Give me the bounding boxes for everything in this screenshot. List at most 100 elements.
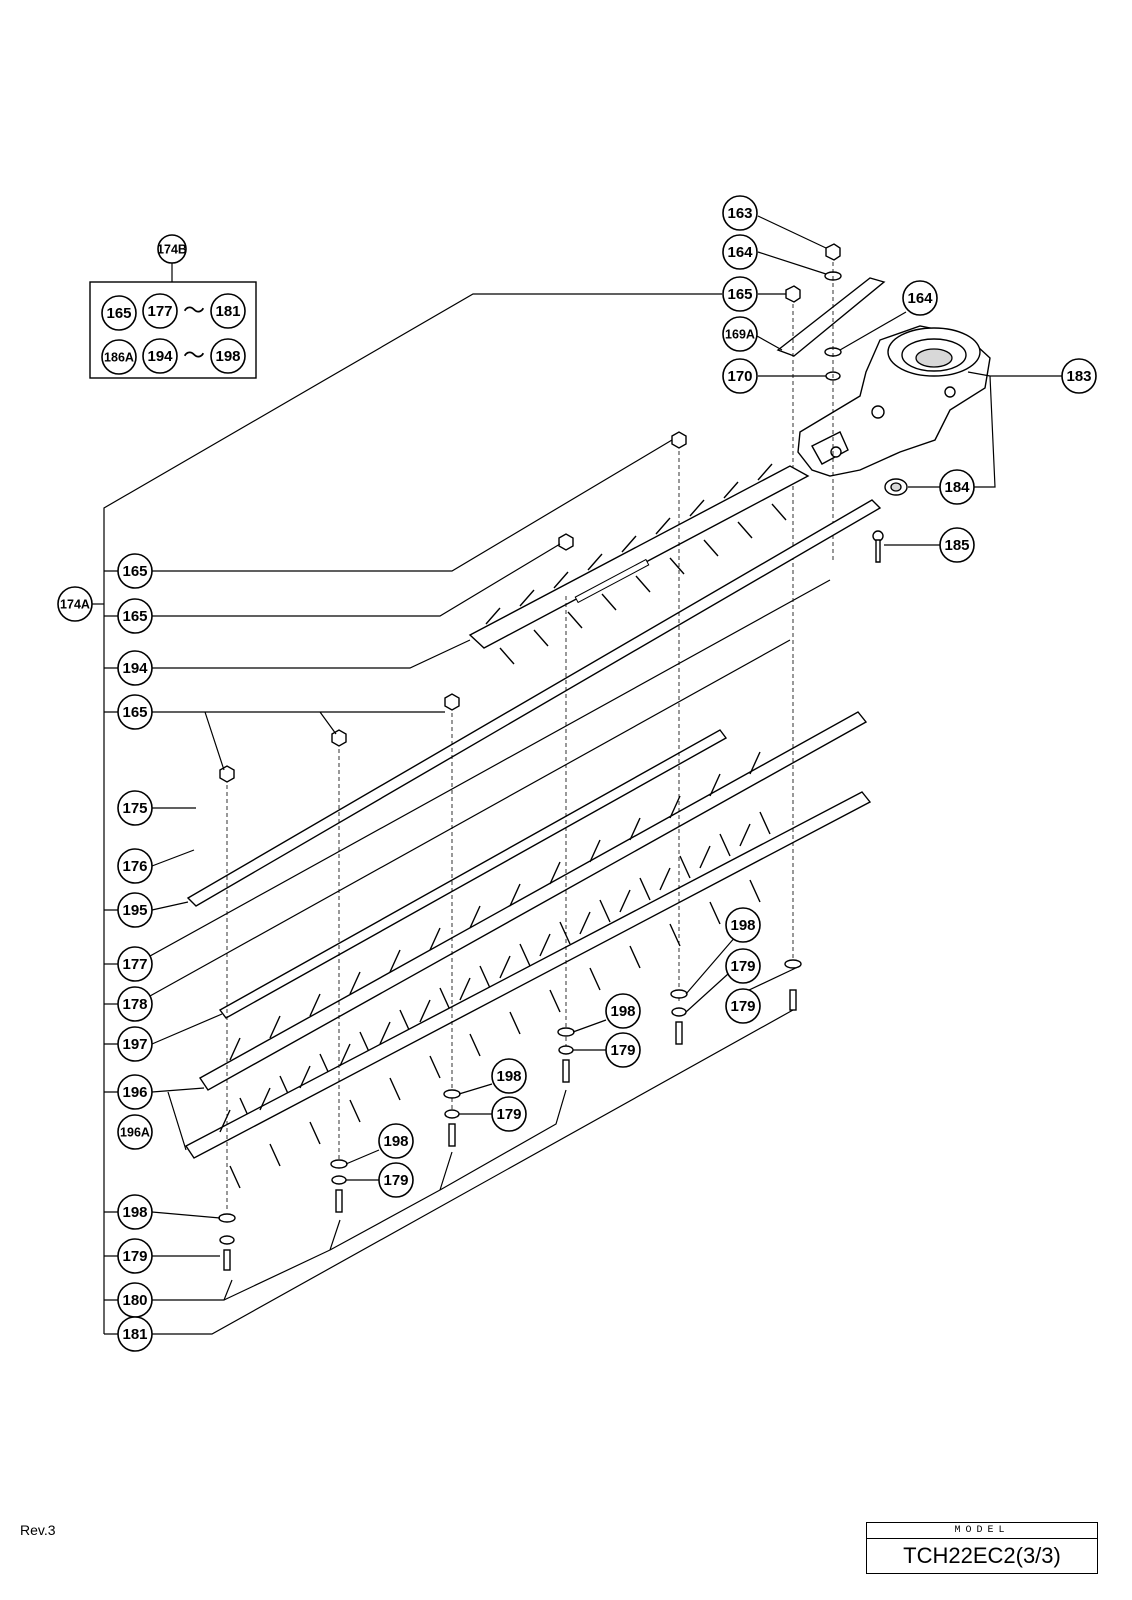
kit-row-1: 165 177 ～ 181 bbox=[101, 293, 246, 331]
callout-174a[interactable]: 174A bbox=[57, 586, 93, 622]
callout-179-s1[interactable]: 179 bbox=[378, 1162, 414, 1198]
svg-text:177: 177 bbox=[122, 956, 147, 973]
callout-165-top[interactable]: 165 bbox=[722, 276, 758, 312]
callout-181[interactable]: 181 bbox=[117, 1316, 153, 1352]
callout-198-left[interactable]: 198 bbox=[117, 1194, 153, 1230]
svg-text:185: 185 bbox=[944, 537, 969, 554]
callout-183[interactable]: 183 bbox=[1061, 358, 1097, 394]
svg-text:179: 179 bbox=[496, 1106, 521, 1123]
callout-164-right[interactable]: 164 bbox=[902, 280, 938, 316]
callouts-left: 165 165 194 165 175 176 195 177 178 197 bbox=[104, 439, 794, 1352]
svg-text:198: 198 bbox=[730, 917, 755, 934]
upper-blade-194 bbox=[468, 463, 810, 665]
svg-text:198: 198 bbox=[215, 348, 240, 365]
callout-180[interactable]: 180 bbox=[117, 1282, 153, 1318]
svg-text:194: 194 bbox=[147, 348, 173, 365]
kit-174b: 174B 165 177 ～ 181 186A 194 ～ 198 bbox=[89, 234, 257, 379]
callout-196[interactable]: 196 bbox=[117, 1074, 153, 1110]
svg-text:165: 165 bbox=[122, 704, 147, 721]
svg-text:165: 165 bbox=[122, 608, 147, 625]
svg-text:198: 198 bbox=[383, 1133, 408, 1150]
callout-179-s3[interactable]: 179 bbox=[605, 1032, 641, 1068]
callout-196a[interactable]: 196A bbox=[117, 1114, 153, 1150]
svg-text:～: ～ bbox=[183, 343, 205, 368]
svg-text:174B: 174B bbox=[157, 243, 187, 257]
svg-text:179: 179 bbox=[730, 998, 755, 1015]
callout-165-b[interactable]: 165 bbox=[117, 598, 153, 634]
svg-text:176: 176 bbox=[122, 858, 147, 875]
callout-179-s4[interactable]: 179 bbox=[725, 948, 761, 984]
callout-198-s4[interactable]: 198 bbox=[725, 907, 761, 943]
svg-text:164: 164 bbox=[727, 244, 753, 261]
callout-179-right[interactable]: 179 bbox=[725, 988, 761, 1024]
callout-178[interactable]: 178 bbox=[117, 986, 153, 1022]
callout-165-c[interactable]: 165 bbox=[117, 694, 153, 730]
callout-194[interactable]: 194 bbox=[117, 650, 153, 686]
kit-frame bbox=[89, 281, 257, 379]
svg-text:169A: 169A bbox=[725, 328, 755, 342]
callout-198-s2[interactable]: 198 bbox=[491, 1058, 527, 1094]
svg-text:195: 195 bbox=[122, 902, 147, 919]
svg-text:183: 183 bbox=[1066, 368, 1091, 385]
callout-197[interactable]: 197 bbox=[117, 1026, 153, 1062]
model-caption: MODEL bbox=[867, 1523, 1097, 1539]
svg-text:179: 179 bbox=[610, 1042, 635, 1059]
callout-165-a[interactable]: 165 bbox=[117, 553, 153, 589]
callouts-top-right: 163 164 165 164 169A 170 183 184 185 bbox=[722, 195, 1097, 563]
callout-176[interactable]: 176 bbox=[117, 848, 153, 884]
callout-198-s3[interactable]: 198 bbox=[605, 993, 641, 1029]
svg-text:170: 170 bbox=[727, 368, 752, 385]
svg-text:197: 197 bbox=[122, 1036, 147, 1053]
svg-text:198: 198 bbox=[122, 1204, 147, 1221]
svg-text:196A: 196A bbox=[120, 1126, 150, 1140]
model-box: MODEL TCH22EC2(3/3) bbox=[866, 1522, 1098, 1574]
svg-text:186A: 186A bbox=[104, 351, 134, 365]
revision-label: Rev.3 bbox=[20, 1522, 56, 1538]
bolt-185 bbox=[872, 530, 884, 563]
svg-text:175: 175 bbox=[122, 800, 147, 817]
svg-text:179: 179 bbox=[122, 1248, 147, 1265]
model-name: TCH22EC2(3/3) bbox=[903, 1543, 1061, 1568]
callout-184[interactable]: 184 bbox=[939, 469, 975, 505]
bearing-184 bbox=[884, 478, 908, 496]
svg-text:198: 198 bbox=[496, 1068, 521, 1085]
callout-195[interactable]: 195 bbox=[117, 892, 153, 928]
svg-text:163: 163 bbox=[727, 205, 752, 222]
guide-197 bbox=[218, 729, 728, 1019]
svg-text:165: 165 bbox=[122, 563, 147, 580]
svg-text:164: 164 bbox=[907, 290, 933, 307]
lower-blade-196a bbox=[184, 791, 872, 1189]
callout-179-s2[interactable]: 179 bbox=[491, 1096, 527, 1132]
svg-text:165: 165 bbox=[106, 305, 131, 322]
callout-170[interactable]: 170 bbox=[722, 358, 758, 394]
bracket-174a: 174A bbox=[57, 293, 722, 1334]
svg-text:179: 179 bbox=[383, 1172, 408, 1189]
plate-169a bbox=[776, 277, 886, 357]
callout-198-s1[interactable]: 198 bbox=[378, 1123, 414, 1159]
svg-text:181: 181 bbox=[215, 303, 240, 320]
svg-text:～: ～ bbox=[183, 298, 205, 323]
callout-174b[interactable]: 174B bbox=[157, 234, 187, 264]
svg-text:194: 194 bbox=[122, 660, 148, 677]
svg-text:165: 165 bbox=[727, 286, 752, 303]
svg-text:174A: 174A bbox=[60, 598, 90, 612]
svg-text:177: 177 bbox=[147, 303, 172, 320]
callout-163[interactable]: 163 bbox=[722, 195, 758, 231]
svg-text:181: 181 bbox=[122, 1326, 147, 1343]
callout-169a[interactable]: 169A bbox=[722, 316, 758, 352]
svg-text:196: 196 bbox=[122, 1084, 147, 1101]
svg-text:178: 178 bbox=[122, 996, 147, 1013]
callout-179-left[interactable]: 179 bbox=[117, 1238, 153, 1274]
svg-text:184: 184 bbox=[944, 479, 970, 496]
svg-text:198: 198 bbox=[610, 1003, 635, 1020]
callout-185[interactable]: 185 bbox=[939, 527, 975, 563]
callouts-lower: 198 179 198 179 198 179 198 179 179 bbox=[345, 907, 801, 1198]
callout-175[interactable]: 175 bbox=[117, 790, 153, 826]
callout-164-top[interactable]: 164 bbox=[722, 234, 758, 270]
lower-blade-196 bbox=[198, 711, 868, 1121]
bar-195 bbox=[186, 499, 882, 907]
callout-177[interactable]: 177 bbox=[117, 946, 153, 982]
svg-text:179: 179 bbox=[730, 958, 755, 975]
svg-text:180: 180 bbox=[122, 1292, 147, 1309]
